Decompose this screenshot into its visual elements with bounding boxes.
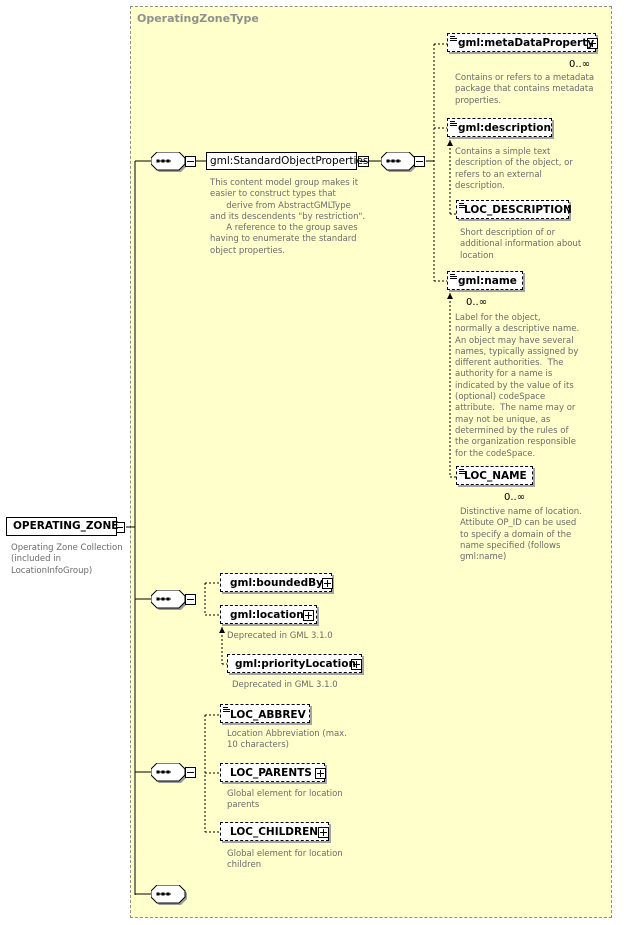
doc-line <box>450 36 455 37</box>
expand-toggle[interactable] <box>315 768 326 779</box>
toggle-stroke <box>187 599 194 600</box>
group-collapse-toggle[interactable] <box>358 156 369 167</box>
choice-arrow-icon <box>219 627 225 633</box>
element-box-loc-abbrev[interactable] <box>220 704 310 723</box>
element-description: Location Abbreviation (max. 10 character… <box>227 729 347 751</box>
documentation-lines-icon <box>223 707 231 714</box>
multiplicity: 0..∞ <box>466 297 488 308</box>
element-box-name[interactable] <box>447 271 523 290</box>
expand-toggle[interactable] <box>587 38 598 49</box>
toggle-stroke <box>187 161 194 162</box>
toggle-stroke <box>320 770 321 777</box>
element-description: Deprecated in GML 3.1.0 <box>227 631 333 641</box>
element-description: Short description of or additional infor… <box>460 228 582 261</box>
toggle-stroke <box>323 829 324 836</box>
doc-line <box>450 125 457 126</box>
expand-toggle[interactable] <box>303 610 314 621</box>
sequence-compositor-icon[interactable] <box>151 763 189 785</box>
element-name: LOC_NAME <box>464 470 527 482</box>
group-name: gml:StandardObjectProperties <box>210 155 369 167</box>
doc-line <box>459 205 466 206</box>
documentation-lines-icon <box>459 203 467 210</box>
doc-line <box>450 123 457 124</box>
element-box-location[interactable] <box>220 605 317 624</box>
doc-line <box>450 40 457 41</box>
collapse-toggle[interactable] <box>185 594 196 605</box>
doc-line <box>459 207 466 208</box>
sequence-compositor-icon[interactable] <box>151 885 189 907</box>
collapse-toggle[interactable] <box>185 156 196 167</box>
optional-connectors <box>204 43 456 833</box>
choice-arrow-icon <box>447 293 453 299</box>
element-description: Global element for location parents <box>227 789 343 811</box>
toggle-stroke <box>360 161 367 162</box>
toggle-stroke <box>308 612 309 619</box>
expand-toggle[interactable] <box>351 659 362 670</box>
sequence-compositor-icon[interactable] <box>151 152 189 174</box>
root-element-name: OPERATING_ZONE <box>13 520 119 532</box>
documentation-lines-icon <box>450 121 458 128</box>
element-name: LOC_ABBREV <box>230 709 306 721</box>
doc-line <box>459 203 464 204</box>
element-box-description[interactable] <box>447 118 552 137</box>
element-name: gml:name <box>458 275 517 287</box>
element-box-loc-description[interactable] <box>456 200 569 219</box>
doc-line <box>450 38 457 39</box>
doc-line <box>450 278 457 279</box>
group-box[interactable] <box>206 152 357 170</box>
toggle-stroke <box>187 772 194 773</box>
sequence-compositor-icon[interactable] <box>381 152 419 174</box>
multiplicity: 0..∞ <box>569 59 591 70</box>
element-name: LOC_CHILDREN <box>230 826 319 838</box>
doc-line <box>223 711 230 712</box>
toggle-stroke <box>116 527 123 528</box>
toggle-stroke <box>327 580 328 587</box>
element-description: Global element for location children <box>227 849 343 871</box>
element-name: gml:boundedBy <box>230 577 323 589</box>
element-description: Contains a simple text description of th… <box>455 147 573 191</box>
element-name: LOC_DESCRIPTION <box>464 204 572 216</box>
element-name: gml:location <box>230 609 304 621</box>
element-name: gml:description <box>458 122 551 134</box>
complex-type-title: OperatingZoneType <box>137 12 259 25</box>
collapse-toggle[interactable] <box>185 767 196 778</box>
documentation-lines-icon <box>450 274 458 281</box>
expand-toggle[interactable] <box>322 578 333 589</box>
doc-line <box>459 471 466 472</box>
element-description: Label for the object, normally a descrip… <box>455 313 580 459</box>
collapse-toggle[interactable] <box>414 156 425 167</box>
doc-line <box>450 276 457 277</box>
root-connectors <box>126 160 434 895</box>
documentation-lines-icon <box>450 36 458 43</box>
doc-line <box>459 469 464 470</box>
sequence-compositor-icon[interactable] <box>151 590 189 612</box>
doc-line <box>223 709 230 710</box>
multiplicity: 0..∞ <box>504 492 526 503</box>
group-description: This content model group makes it easier… <box>210 178 366 256</box>
choice-arrow-icon <box>447 140 453 146</box>
element-name: gml:priorityLocation <box>235 658 356 670</box>
doc-line <box>450 121 455 122</box>
toggle-stroke <box>592 40 593 47</box>
choice-arrows <box>219 140 453 633</box>
doc-line <box>223 707 228 708</box>
root-element-description: Operating Zone Collection (included in L… <box>11 543 123 576</box>
doc-line <box>450 274 455 275</box>
element-description: Distinctive name of location. Attibute O… <box>460 507 582 563</box>
root-element-box[interactable] <box>6 517 117 536</box>
element-name: gml:metaDataProperty <box>458 37 595 49</box>
element-description: Deprecated in GML 3.1.0 <box>232 680 338 690</box>
expand-toggle[interactable] <box>318 827 329 838</box>
element-name: LOC_PARENTS <box>230 767 312 779</box>
toggle-stroke <box>416 161 423 162</box>
element-description: Contains or refers to a metadata package… <box>455 73 595 106</box>
toggle-stroke <box>356 661 357 668</box>
element-box-loc-name[interactable] <box>456 466 533 485</box>
doc-line <box>459 473 466 474</box>
documentation-lines-icon <box>459 469 467 476</box>
